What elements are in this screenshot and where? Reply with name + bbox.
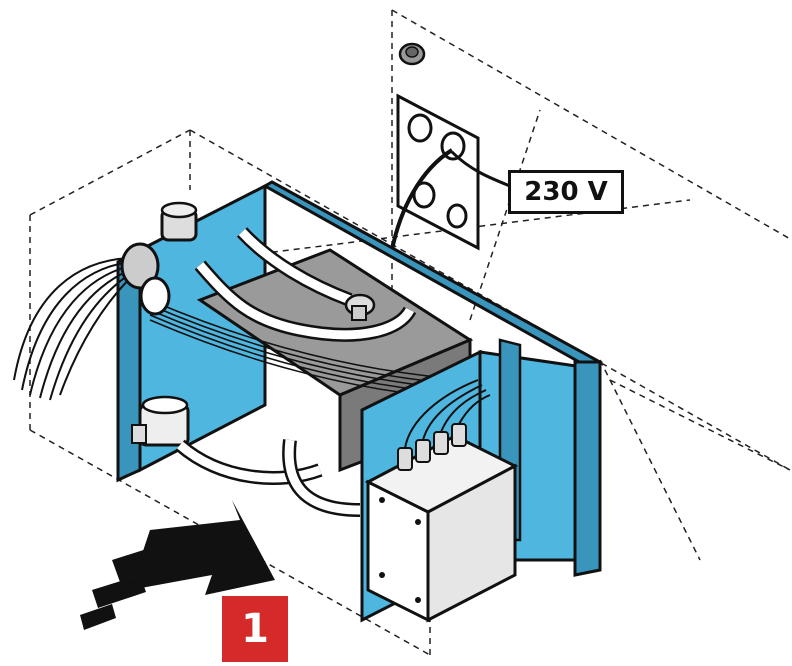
power-cable bbox=[390, 148, 454, 251]
junction-box bbox=[364, 434, 519, 623]
cable-gland bbox=[120, 242, 171, 316]
junction-box-wires bbox=[404, 379, 491, 449]
solenoid-valve bbox=[131, 395, 190, 447]
cable-bundle bbox=[13, 257, 131, 401]
internal-wires bbox=[149, 299, 471, 401]
top-valve bbox=[160, 201, 198, 242]
wall-plate bbox=[396, 93, 480, 251]
bottom-hoses bbox=[175, 439, 361, 517]
label-leader-line bbox=[450, 150, 511, 188]
push-arrow-icon bbox=[80, 500, 275, 630]
wall-bolt bbox=[398, 42, 426, 66]
step-number-badge: 1 bbox=[222, 596, 288, 662]
voltage-label: 230 V bbox=[508, 170, 624, 214]
